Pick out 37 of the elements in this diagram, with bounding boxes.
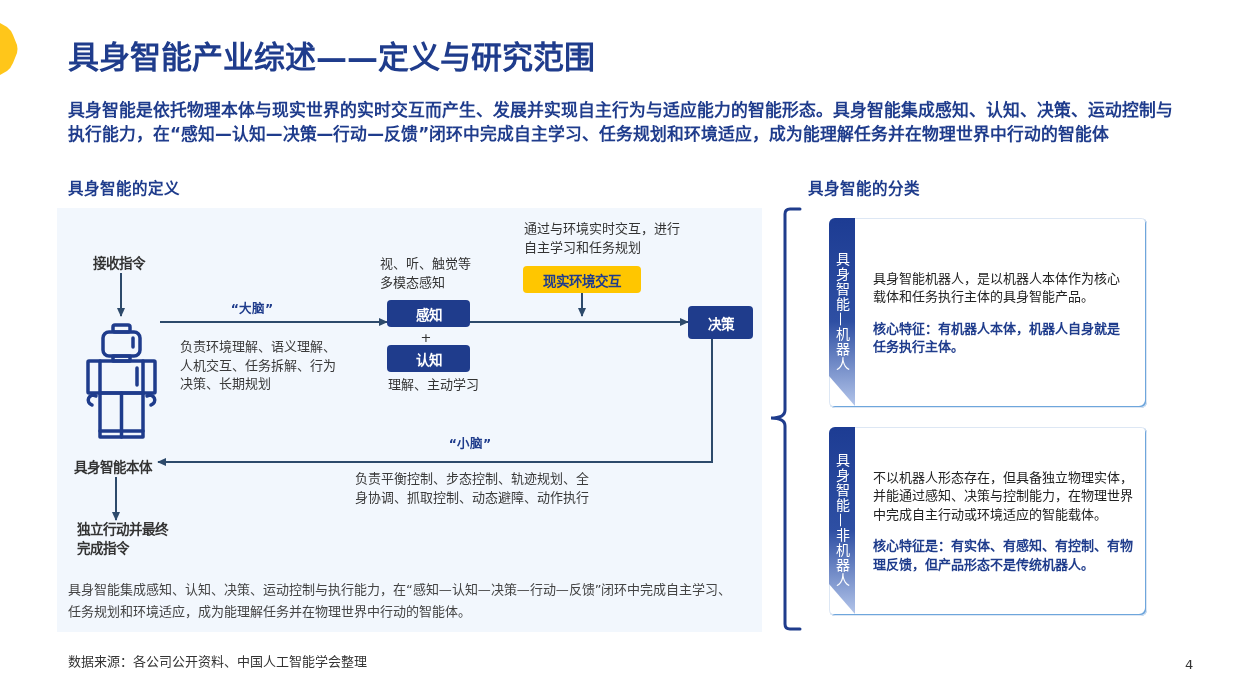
arrow [111, 476, 121, 521]
caption-text: 通过与环境实时交互，进行自主学习和任务规划 [524, 220, 681, 257]
step-label: 独立行动并最终完成指令 [77, 520, 177, 558]
key-feature-text: 核心特征是：有实体、有感知、有控制、有物理反馈，但产品形态不是传统机器人。 [873, 537, 1134, 574]
arrow [159, 317, 388, 327]
arrow [577, 292, 587, 317]
step-label: 具身智能本体 [74, 458, 158, 477]
arrow [116, 272, 126, 317]
panel [57, 208, 762, 632]
caption-text: 视、听、触觉等多模态感知 [380, 255, 472, 292]
step-label: 接收指令 [93, 254, 151, 273]
arrow [157, 338, 713, 467]
section-heading: 具身智能的定义 [68, 179, 180, 199]
highlight-box: 现实环境交互 [523, 266, 641, 293]
source-note: 数据来源：各公司公开资料、中国人工智能学会整理 [68, 653, 367, 671]
process-box: 决策 [688, 306, 753, 339]
arrow [469, 317, 689, 327]
edge-label: “小脑” [448, 436, 492, 452]
description-text: 不以机器人形态存在，但具备独立物理实体，并能通过感知、决策与控制能力，在物理世界中完成自主行动或环境适应的智能载体。 [873, 468, 1134, 524]
description-text: 负责平衡控制、步态控制、轨迹规划、全身协调、抓取控制、动态避障、动作执行 [355, 470, 590, 507]
page-number: 4 [1185, 656, 1194, 674]
title: 具身智能产业综述——定义与研究范围 [68, 38, 595, 77]
key-feature-text: 核心特征：有机器人本体，机器人自身就是任务执行主体。 [873, 319, 1121, 356]
process-box: 认知 [387, 345, 470, 372]
edge-label: “大脑” [230, 301, 274, 317]
info-card [829, 218, 1147, 408]
intro-paragraph: 具身智能是依托物理本体与现实世界的实时交互而产生、发展并实现自主行为与适应能力的智能形态。具身智能集成感知、认知、决策、运动控制与执行能力，在“感知—认知—决策—行动—反馈”闭环中完成自主学习、任务规划和环境适应，成为能理解任务并在物理世界中行动的智能体 [68, 99, 1174, 146]
info-card [829, 427, 1147, 616]
section-heading: 具身智能的分类 [808, 179, 920, 199]
caption-text: 理解、主动学习 [388, 376, 480, 394]
process-box: 感知 [387, 300, 470, 327]
side-tab: 具身智能—机器人 [829, 218, 855, 406]
summary-text: 具身智能集成感知、认知、决策、运动控制与执行能力，在“感知—认知—决策—行动—反馈”闭环中完成自主学习、任务规划和环境适应，成为能理解任务并在物理世界中行动的智能体。 [68, 581, 733, 621]
side-tab: 具身智能—非机器人 [829, 427, 855, 614]
description-text: 具身智能机器人，是以机器人本体作为核心载体和任务执行主体的具身智能产品。 [873, 269, 1121, 306]
plus-sign: + [420, 329, 432, 345]
description-text: 负责环境理解、语义理解、人机交互、任务拆解、行为决策、长期规划 [180, 338, 337, 393]
